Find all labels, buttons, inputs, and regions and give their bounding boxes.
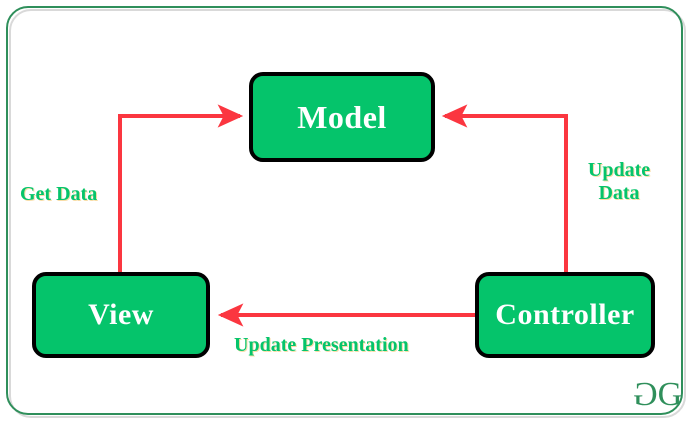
- edge-label-update-presentation: Update Presentation: [234, 334, 409, 356]
- edge-update-data-arrow: [441, 104, 568, 272]
- edge-get-data-arrow: [118, 104, 244, 272]
- edge-label-update-data-line1: Update: [587, 159, 651, 181]
- node-controller[interactable]: Controller: [475, 272, 655, 358]
- node-view[interactable]: View: [32, 272, 210, 358]
- edge-label-update-data: Update Data: [578, 159, 660, 205]
- edge-label-get-data: Get Data: [20, 183, 98, 205]
- logo-glyph-right: G: [657, 376, 683, 413]
- logo-glyph-left: G: [634, 376, 658, 413]
- node-controller-label: Controller: [495, 298, 635, 331]
- geeksforgeeks-logo-icon: GG: [634, 376, 688, 414]
- logo-glyphs: GG: [634, 376, 683, 413]
- node-model-label: Model: [297, 99, 387, 135]
- node-view-label: View: [88, 298, 154, 331]
- frame-shadow: [9, 9, 686, 418]
- diagram-frame-border: [6, 6, 683, 415]
- node-model[interactable]: Model: [249, 72, 435, 162]
- edge-label-update-data-line2: Data: [598, 182, 640, 204]
